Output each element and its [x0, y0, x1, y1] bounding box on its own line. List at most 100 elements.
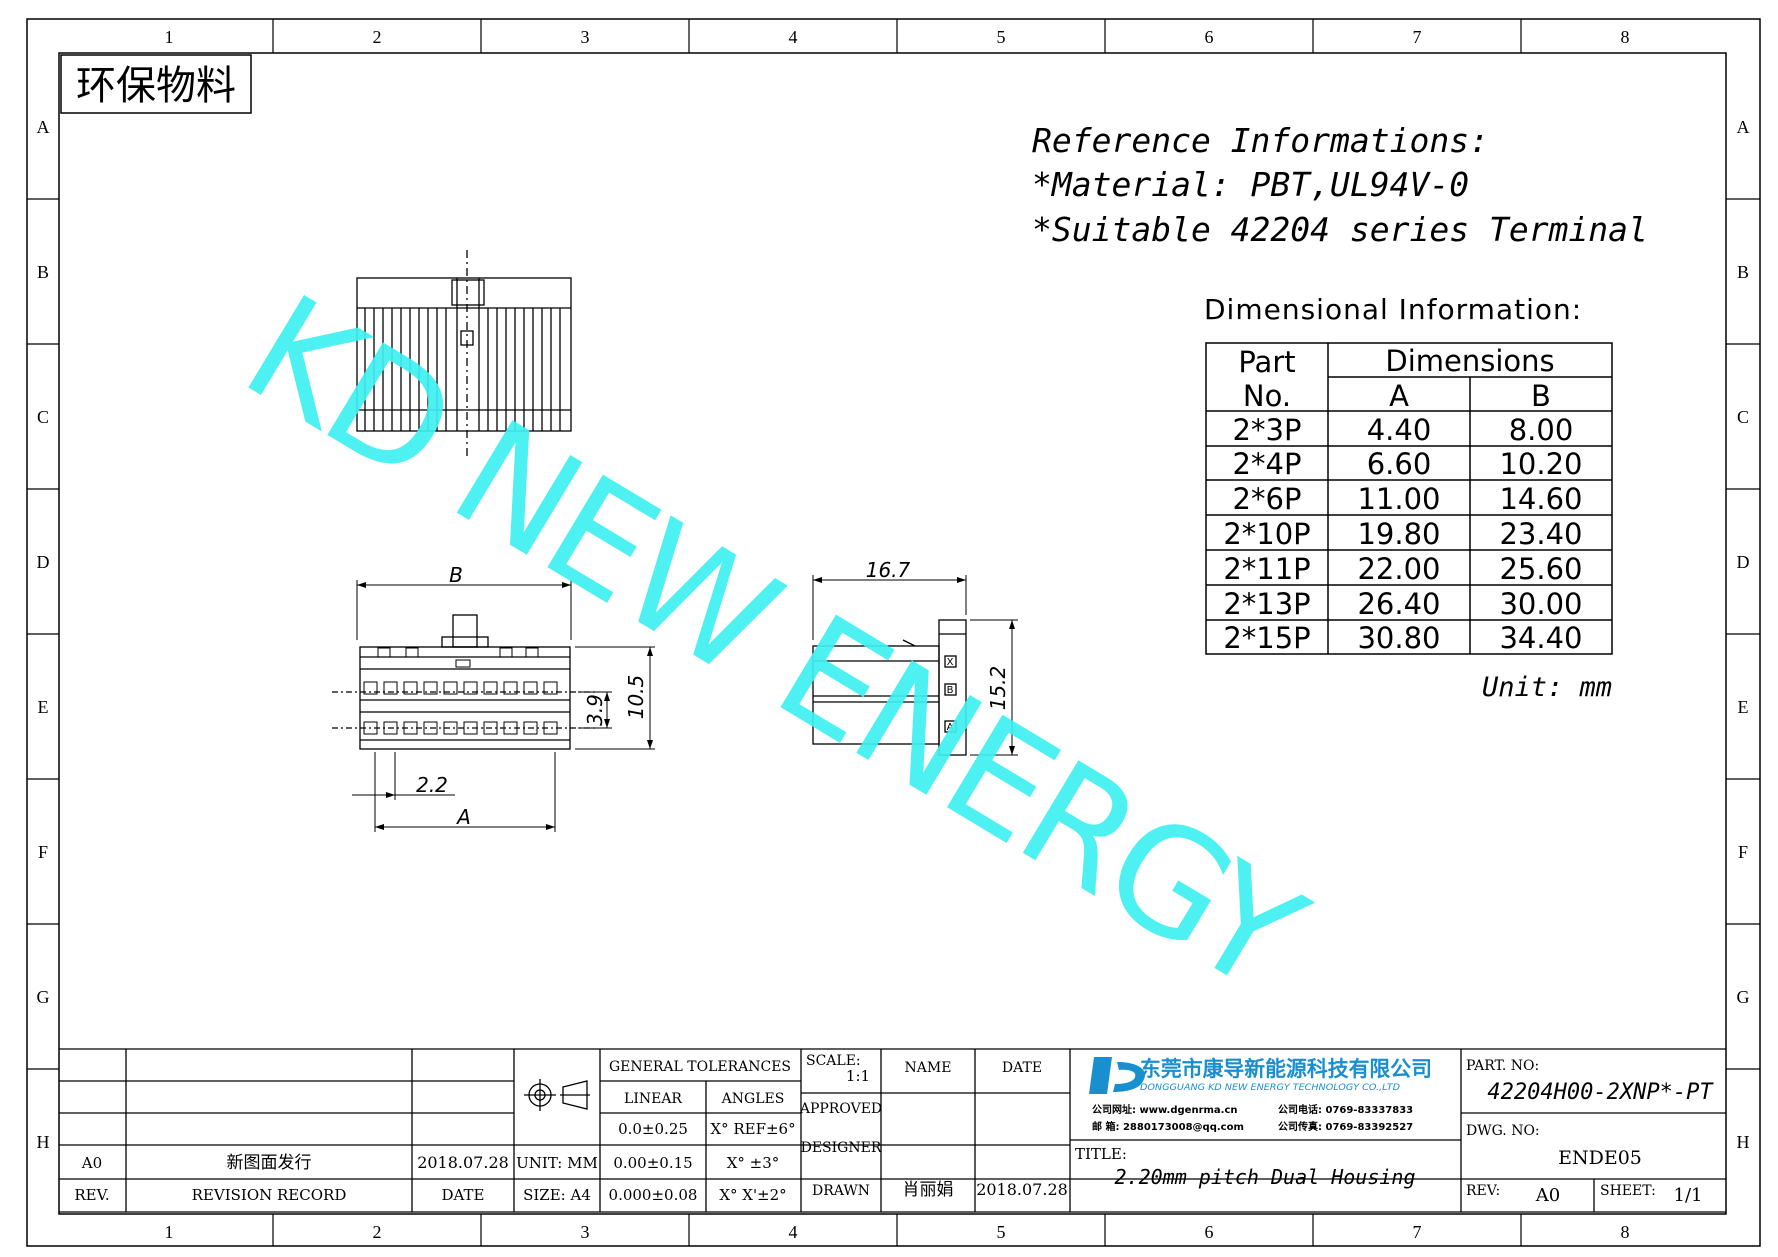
row-label-left: F: [38, 842, 48, 862]
date-value: 2018.07.28: [417, 1153, 509, 1172]
linear-tol-3: 0.000±0.08: [609, 1186, 698, 1204]
row-label-right: F: [1738, 842, 1748, 862]
row-label-left: D: [37, 552, 50, 572]
row-label-left: A: [37, 117, 50, 137]
rev-val: A0: [1535, 1185, 1560, 1206]
col-a-header: A: [1389, 379, 1409, 413]
dim-label-row-pitch: 3.9: [583, 694, 607, 726]
row-label-right: H: [1737, 1132, 1750, 1152]
record-col-header: REVISION RECORD: [192, 1186, 347, 1204]
col-label-bottom: 4: [789, 1222, 798, 1242]
drawn-name: 肖丽娟: [903, 1180, 954, 1200]
zone-ticks: [27, 19, 1760, 1246]
table-cell-b: 23.40: [1499, 517, 1582, 551]
col-label-top: 5: [997, 27, 1006, 47]
row-label-right: G: [1737, 987, 1750, 1007]
reference-info: Reference Informations: *Material: PBT,U…: [1032, 121, 1648, 249]
title-value: 2.20mm pitch Dual Housing: [1114, 1165, 1415, 1189]
sheet-label: SHEET:: [1600, 1183, 1656, 1199]
part-header: Part: [1238, 345, 1295, 379]
row-label-left: G: [37, 987, 50, 1007]
front-view-dimensions: [352, 580, 655, 832]
designer-label: DESIGNER: [801, 1140, 882, 1156]
angle-tol-1: X° REF±6°: [710, 1120, 795, 1138]
terminal-note: *Suitable 42204 series Terminal: [1032, 210, 1648, 249]
front-view-drawing: [332, 614, 598, 750]
linear-header: LINEAR: [624, 1091, 682, 1107]
drawn-date: 2018.07.28: [976, 1180, 1068, 1199]
zone-labels: 1 2 3 4 5 6 7 8 1 2 3 4 5 6 7 8 A B C D …: [37, 27, 1750, 1242]
dim-label-b: B: [449, 563, 463, 587]
marker-a: A: [947, 722, 954, 733]
record-value: 新图面发行: [227, 1153, 312, 1173]
table-cell-part: 2*13P: [1223, 587, 1310, 621]
approved-label: APPROVED: [799, 1101, 882, 1117]
table-cell-b: 10.20: [1499, 447, 1582, 481]
side-view-dim-labels: 16.7 15.2: [866, 558, 1010, 710]
unit-note: Unit: mm: [1482, 672, 1612, 703]
top-view-drawing: [356, 250, 572, 458]
col-b-header: B: [1531, 379, 1551, 413]
col-label-top: 3: [581, 27, 590, 47]
dim-label-length: 16.7: [866, 558, 911, 582]
part-no-value: 42204H00-2XNP*-PT: [1487, 1080, 1714, 1105]
row-label-right: D: [1737, 552, 1750, 572]
svg-text:环保物料: 环保物料: [76, 63, 236, 109]
linear-tol-2: 0.00±0.15: [613, 1154, 692, 1172]
rev-col-header: REV.: [74, 1186, 109, 1204]
col-label-bottom: 3: [581, 1222, 590, 1242]
col-label-bottom: 8: [1621, 1222, 1630, 1242]
row-label-right: B: [1737, 262, 1749, 282]
title-label: TITLE:: [1075, 1145, 1127, 1163]
dim-label-pitch: 2.2: [416, 773, 448, 797]
company-name-en: DONGGUANG KD NEW ENERGY TECHNOLOGY CO.,L…: [1140, 1083, 1400, 1093]
dimension-table-title: Dimensional Information:: [1204, 293, 1582, 326]
dim-label-side-height: 15.2: [986, 666, 1010, 711]
table-cell-part: 2*4P: [1233, 447, 1302, 481]
side-view-dimensions: [812, 575, 1018, 756]
col-label-bottom: 1: [165, 1222, 174, 1242]
col-label-bottom: 7: [1413, 1222, 1422, 1242]
company-name-cn: 东莞市康导新能源科技有限公司: [1140, 1057, 1432, 1081]
angle-tol-3: X° X'±2°: [719, 1186, 786, 1204]
rev-label: REV:: [1466, 1183, 1500, 1199]
table-cell-a: 11.00: [1357, 482, 1440, 516]
company-logo-icon: [1089, 1057, 1145, 1094]
row-label-right: E: [1738, 697, 1749, 717]
title-block-grid: [59, 1048, 1726, 1213]
col-label-top: 7: [1413, 27, 1422, 47]
company-website: 公司网址: www.dgenrma.cn: [1092, 1103, 1238, 1116]
projection-symbol-icon: [524, 1079, 590, 1111]
side-view-markers: X B A: [947, 657, 954, 733]
row-label-right: A: [1737, 117, 1750, 137]
col-label-bottom: 2: [373, 1222, 382, 1242]
dimensions-header: Dimensions: [1385, 344, 1554, 378]
linear-tol-1: 0.0±0.25: [618, 1120, 688, 1138]
company-info: 东莞市康导新能源科技有限公司 DONGGUANG KD NEW ENERGY T…: [1092, 1057, 1432, 1133]
dwg-no-value: ENDE05: [1558, 1147, 1642, 1169]
col-label-top: 1: [165, 27, 174, 47]
date-col-header-2: DATE: [1002, 1060, 1042, 1076]
marker-x: X: [947, 657, 954, 668]
size-label: SIZE: A4: [523, 1186, 591, 1204]
company-fax: 公司传真: 0769-83392527: [1278, 1120, 1413, 1133]
col-label-top: 8: [1621, 27, 1630, 47]
title-block-text: REV. REVISION RECORD DATE A0 新图面发行 2018.…: [74, 1053, 1714, 1206]
general-tolerances: GENERAL TOLERANCES: [609, 1059, 791, 1075]
dim-label-a: A: [455, 805, 471, 829]
angles-header: ANGLES: [721, 1091, 785, 1107]
dwg-no-label: DWG. NO:: [1466, 1123, 1540, 1139]
scale-value: 1:1: [846, 1067, 870, 1085]
part-header-no: No.: [1243, 379, 1291, 413]
company-phone: 公司电话: 0769-83337833: [1278, 1103, 1413, 1116]
angle-tol-2: X° ±3°: [727, 1154, 780, 1172]
part-no-label: PART. NO:: [1466, 1058, 1539, 1074]
sheet-val: 1/1: [1674, 1185, 1703, 1206]
table-cell-a: 26.40: [1357, 587, 1440, 621]
table-cell-a: 22.00: [1357, 552, 1440, 586]
row-label-left: E: [38, 697, 49, 717]
table-cell-part: 2*3P: [1233, 413, 1302, 447]
table-cell-part: 2*15P: [1223, 621, 1310, 655]
front-view-dim-labels: B A 2.2 10.5 3.9: [416, 563, 648, 829]
